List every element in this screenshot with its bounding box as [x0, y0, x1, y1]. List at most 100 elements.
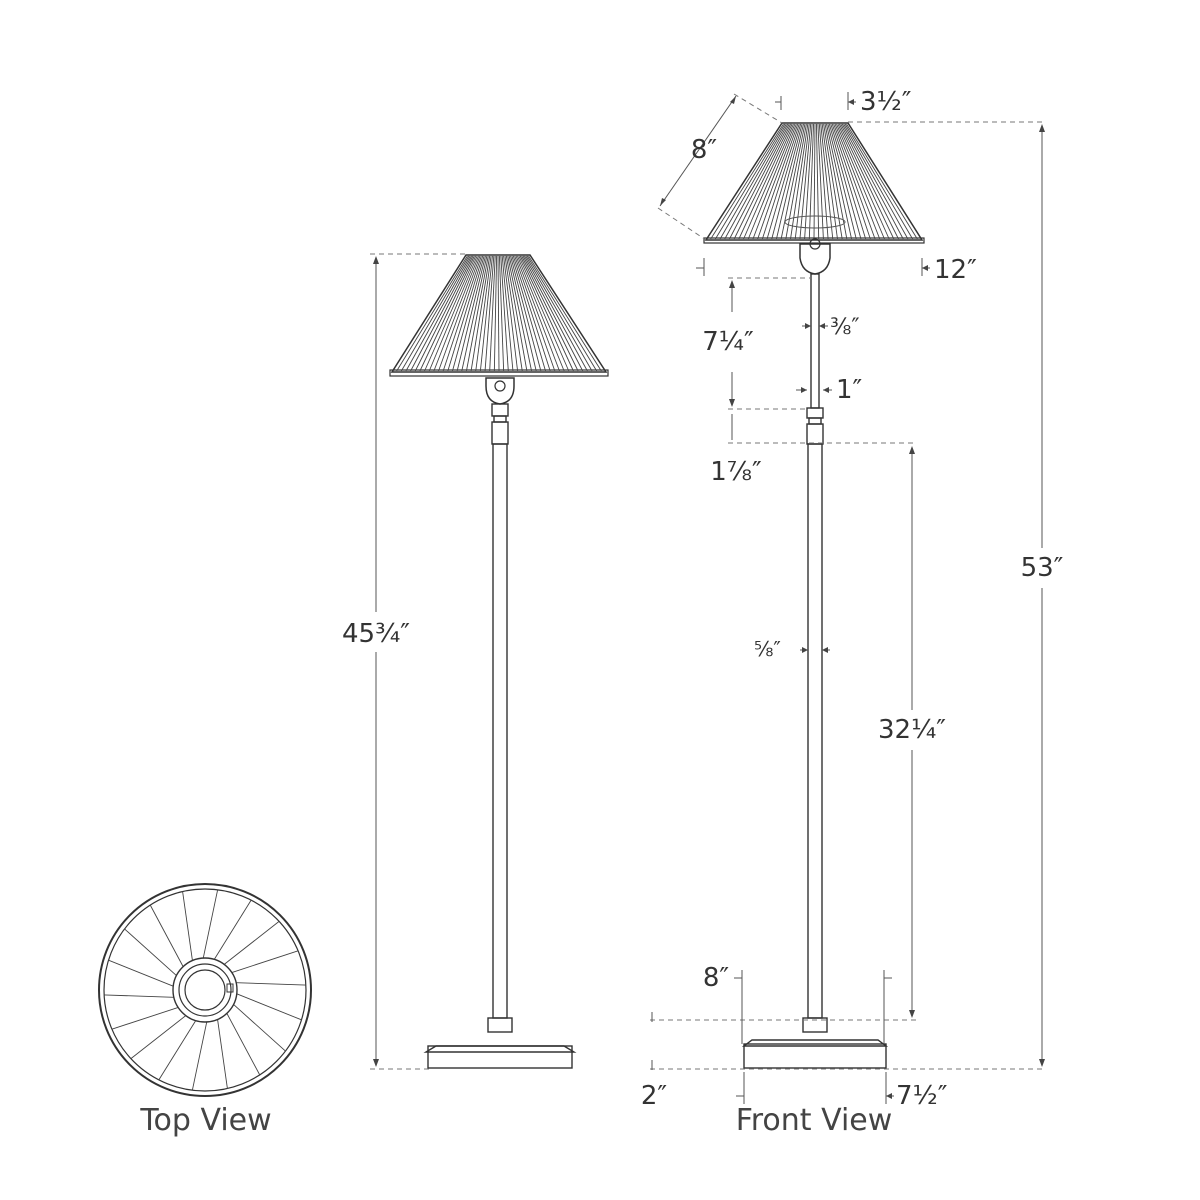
top-view-rib — [130, 1015, 187, 1059]
shade-pleat — [414, 255, 474, 372]
shade-pleat — [521, 255, 579, 372]
shade-pleat — [804, 123, 813, 240]
top-view-rib — [182, 891, 193, 961]
shade-pleat — [775, 123, 804, 240]
shade-pleat — [743, 123, 794, 240]
shade-pleat — [833, 123, 876, 240]
shade-pleat — [507, 255, 533, 372]
shade-pleat — [505, 255, 528, 372]
dim-neck-height: 7¼″ — [702, 277, 812, 410]
shade-pleat — [511, 255, 546, 372]
shade-pleat — [808, 123, 815, 240]
side-stem — [492, 443, 508, 1019]
shade-pleat — [410, 255, 472, 372]
base-height-label: 2″ — [641, 1081, 668, 1111]
shade-pleat — [510, 255, 542, 372]
dim-knuckle-height: 1⅞″ — [710, 414, 916, 487]
shade-pleat — [515, 255, 560, 372]
dim-shade-slant: 8″ — [657, 93, 783, 241]
shade-pleat — [526, 255, 598, 372]
shade-pleat — [514, 255, 556, 372]
shade-pleat — [484, 255, 495, 372]
top-view-rib — [158, 1020, 197, 1081]
dim-stem-height: 32¼″ — [650, 446, 952, 1021]
front-socket — [799, 238, 831, 445]
top-view-rib — [226, 1013, 261, 1076]
top-view-rib — [213, 899, 252, 960]
shade-pleat — [719, 123, 787, 240]
shade-pleat — [738, 123, 793, 240]
top-view-rib — [236, 982, 306, 986]
shade-pleat — [733, 123, 792, 240]
top-view-caption: Top View — [139, 1103, 271, 1138]
top-view-rib — [104, 994, 174, 998]
shade-pleat — [442, 255, 482, 372]
shade-pleat — [400, 255, 470, 372]
shade-pleat — [837, 123, 890, 240]
shade-pleat — [456, 255, 486, 372]
shade-pleat — [528, 255, 602, 372]
dim-overall-height-side: 45¾″ — [334, 253, 466, 1070]
shade-pleat — [710, 123, 784, 240]
dim-stem-diameter: ⅝″ — [754, 637, 830, 661]
shade-pleat — [498, 255, 505, 372]
front-view-caption: Front View — [736, 1103, 893, 1138]
front-view-lamp: 3½″ 8″ 12″ 7¼″ — [641, 87, 1074, 1111]
base-top-width-label: 8″ — [703, 963, 730, 993]
shade-pleat — [447, 255, 484, 372]
shade-slant-label: 8″ — [691, 135, 718, 165]
shade-pleat — [780, 123, 806, 240]
shade-pleat — [817, 123, 824, 240]
shade-pleat — [428, 255, 478, 372]
knuckle-height-label: 1⅞″ — [710, 457, 762, 487]
shade-pleat — [826, 123, 853, 240]
shade-pleat — [522, 255, 584, 372]
shade-pleat — [838, 123, 895, 240]
shade-pleat — [525, 255, 593, 372]
shade-pleat — [724, 123, 789, 240]
shade-pleat — [820, 123, 834, 240]
shade-pleat — [715, 123, 786, 240]
shade-pleat — [465, 255, 489, 372]
shade-pleat — [799, 123, 812, 240]
shade-pleat — [512, 255, 551, 372]
top-view-rib — [223, 921, 280, 965]
dim-shade-bottom-width: 12″ — [696, 255, 977, 285]
top-view-rib — [191, 1021, 208, 1091]
shade-pleat — [831, 123, 871, 240]
shade-pleat — [424, 255, 477, 372]
socket-width-label: 1″ — [836, 375, 863, 405]
shade-pleat — [504, 255, 523, 372]
top-view-rib — [108, 959, 174, 987]
stem-diameter-label: ⅝″ — [754, 637, 781, 661]
overall-height-front-label: 53″ — [1021, 553, 1064, 583]
base-width-label: 7½″ — [896, 1081, 948, 1111]
shade-pleat — [834, 123, 881, 240]
shade-pleat — [518, 255, 570, 372]
shade-pleat — [503, 255, 519, 372]
shade-pleat — [729, 123, 790, 240]
shade-pleat — [452, 255, 485, 372]
shade-pleat — [841, 123, 904, 240]
shade-pleat — [818, 123, 829, 240]
shade-pleat — [475, 255, 492, 372]
shade-pleat — [823, 123, 843, 240]
top-view-rib — [149, 904, 184, 967]
dim-base-top-width: 8″ — [703, 963, 892, 1044]
dim-neck-diameter: ⅜″ — [802, 315, 860, 340]
side-view-lamp: 45¾″ — [334, 253, 609, 1070]
dim-base-height: 2″ — [641, 1012, 668, 1111]
shade-pleat — [836, 123, 885, 240]
top-view-rib — [202, 889, 219, 959]
front-stem — [807, 443, 823, 1019]
shade-pleat — [752, 123, 797, 240]
shade-pleat — [761, 123, 800, 240]
shade-pleat — [843, 123, 909, 240]
top-view-lamp — [98, 883, 312, 1097]
shade-pleat — [470, 255, 491, 372]
shade-pleat — [461, 255, 488, 372]
dim-overall-height-front: 53″ — [650, 121, 1074, 1070]
shade-pleat — [815, 123, 820, 240]
shade-top-width-label: 3½″ — [860, 87, 912, 117]
